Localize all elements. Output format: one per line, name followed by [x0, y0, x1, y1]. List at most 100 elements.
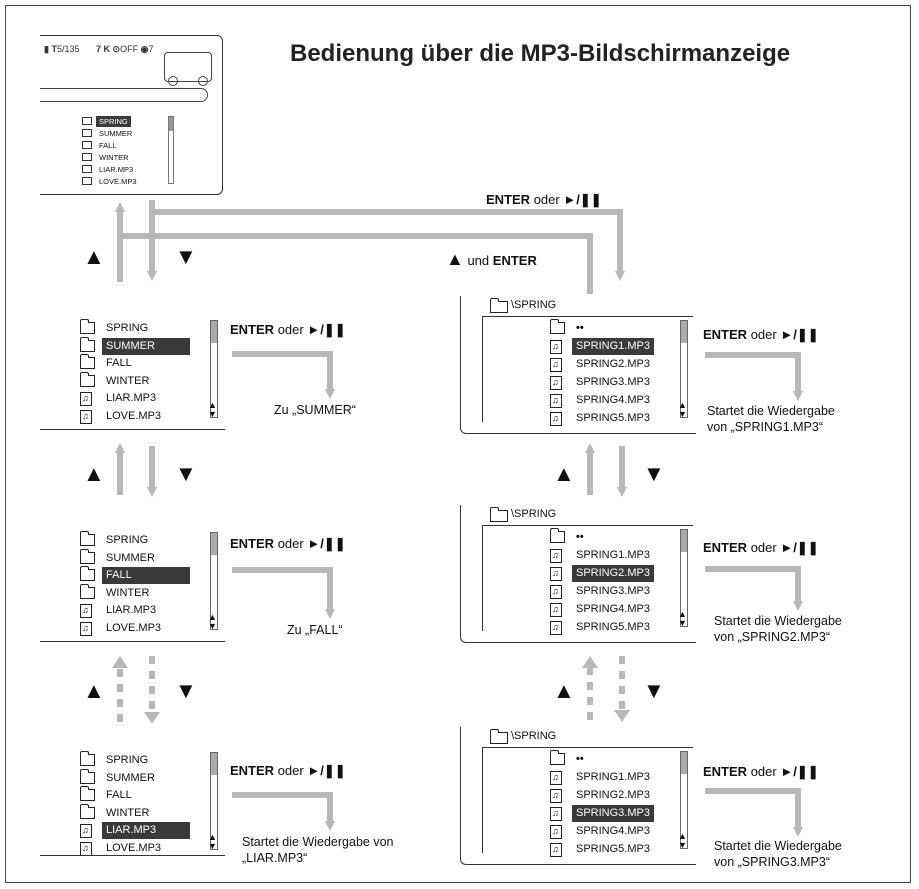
list-item-label: SPRING5.MP3 — [576, 843, 650, 855]
list-item-label: LOVE.MP3 — [106, 409, 162, 422]
list-item[interactable]: SPRING1.MP3 — [550, 338, 680, 356]
device-list-item[interactable]: WINTER — [82, 152, 217, 163]
list-item[interactable]: SPRING4.MP3 — [550, 601, 680, 619]
scrollbar-thumb[interactable] — [211, 533, 217, 555]
list-item-label: SPRING1.MP3 — [572, 338, 654, 355]
spring-list-panel-3: \SPRING••SPRING1.MP3SPRING2.MP3SPRING3.M… — [460, 727, 696, 866]
folder-icon — [80, 583, 95, 599]
scrollbar[interactable]: ▲▼ — [678, 529, 688, 628]
mp3-file-icon — [550, 843, 562, 857]
label-enter-r2: ENTER oder ►/❚❚ — [703, 540, 819, 555]
list-item[interactable]: FALL — [80, 354, 220, 373]
list-item[interactable]: SPRING2.MP3 — [550, 565, 680, 583]
scrollbar-thumb[interactable] — [681, 530, 687, 552]
list-item[interactable]: LIAR.MP3 — [80, 390, 220, 408]
scrollbar[interactable]: ▲▼ — [678, 320, 688, 419]
list-item[interactable]: SPRING1.MP3 — [550, 769, 680, 787]
list-item[interactable]: SPRING5.MP3 — [550, 619, 680, 637]
mp3-file-icon — [82, 177, 92, 185]
list-item[interactable]: SPRING1.MP3 — [550, 547, 680, 565]
list-item-label: LOVE.MP3 — [106, 621, 162, 634]
panel-frame — [460, 296, 696, 434]
device-scrollbar — [168, 116, 174, 184]
scrollbar[interactable]: ▲▼ — [208, 320, 218, 419]
scroll-arrows-icon: ▲▼ — [678, 400, 687, 419]
list-item[interactable]: SPRING4.MP3 — [550, 392, 680, 410]
folder-icon — [80, 371, 95, 387]
arrow-enter-r2 — [705, 566, 803, 611]
mp3-file-icon — [550, 567, 562, 581]
mp3-file-icon — [550, 394, 562, 408]
list-item[interactable]: SPRING — [80, 319, 220, 338]
parent-folder-icon — [550, 750, 565, 765]
list-item[interactable]: SPRING3.MP3 — [550, 583, 680, 601]
scrollbar[interactable]: ▲▼ — [678, 751, 688, 850]
label-up-and-enter: ▲ und ENTER — [446, 249, 537, 269]
down-symbol-0: ▼ — [175, 244, 197, 269]
device-list-item[interactable]: FALL — [82, 140, 217, 151]
list-window — [482, 525, 693, 631]
device-list-item[interactable]: LIAR.MP3 — [82, 164, 217, 175]
list-item-label: SPRING1.MP3 — [576, 549, 650, 561]
list-item[interactable]: SPRING — [80, 531, 220, 550]
label-enter-l2: ENTER oder ►/❚❚ — [230, 536, 346, 551]
scrollbar-thumb[interactable] — [681, 321, 687, 343]
scroll-arrows-icon: ▲▼ — [208, 400, 217, 419]
parent-folder-icon — [550, 528, 565, 543]
list-item[interactable]: SPRING4.MP3 — [550, 823, 680, 841]
list-item[interactable]: SPRING — [80, 751, 220, 770]
list-item[interactable]: SPRING3.MP3 — [550, 374, 680, 392]
scroll-arrows-icon: ▲▼ — [678, 609, 687, 628]
mp3-file-icon — [550, 771, 562, 785]
arrow-enter-l3 — [232, 792, 335, 831]
scrollbar[interactable]: ▲▼ — [208, 532, 218, 631]
device-list-item-label: WINTER — [99, 153, 129, 162]
list-item[interactable]: WINTER — [80, 583, 220, 603]
device-list-item[interactable]: SPRING — [82, 116, 217, 127]
device-progress-bar — [40, 88, 208, 102]
list-item[interactable]: FALL — [80, 566, 220, 585]
device-list-item[interactable]: LOVE.MP3 — [82, 176, 217, 187]
list-item[interactable]: SUMMER — [80, 336, 220, 356]
list-item[interactable]: SPRING5.MP3 — [550, 841, 680, 859]
down-symbol-2: ▼ — [175, 678, 197, 703]
list-item-label: LIAR.MP3 — [106, 604, 157, 616]
folder-icon — [80, 336, 95, 352]
down-symbol-1: ▼ — [175, 461, 197, 486]
list-item[interactable]: WINTER — [80, 803, 220, 823]
list-item[interactable]: SPRING3.MP3 — [550, 805, 680, 823]
list-item[interactable]: SUMMER — [80, 548, 220, 568]
result-l2: Zu „FALL“ — [287, 623, 343, 637]
panel-bottom-line — [40, 855, 225, 856]
down-symbol-r1: ▼ — [643, 461, 665, 486]
list-item-label: SPRING4.MP3 — [576, 394, 650, 406]
arrow-enter-l1 — [232, 351, 335, 399]
list-item[interactable]: LIAR.MP3 — [80, 822, 220, 840]
list-item[interactable]: SPRING2.MP3 — [550, 356, 680, 374]
list-item[interactable]: LOVE.MP3 — [80, 620, 220, 638]
list-item-label: SPRING4.MP3 — [576, 603, 650, 615]
device-list-item-label: LIAR.MP3 — [99, 165, 134, 174]
scrollbar[interactable]: ▲▼ — [208, 752, 218, 851]
scrollbar-thumb[interactable] — [211, 321, 217, 343]
device-list-item-label: SPRING — [96, 116, 131, 127]
mp3-file-icon — [80, 392, 92, 406]
list-item[interactable]: WINTER — [80, 371, 220, 391]
device-list-item[interactable]: SUMMER — [82, 128, 217, 139]
scrollbar-thumb[interactable] — [211, 753, 217, 775]
folder-icon — [80, 354, 95, 369]
list-item[interactable]: SUMMER — [80, 768, 220, 788]
list-item[interactable]: FALL — [80, 786, 220, 805]
list-item[interactable]: LIAR.MP3 — [80, 602, 220, 620]
list-item-label: SPRING1.MP3 — [576, 771, 650, 783]
folder-icon — [80, 319, 95, 334]
folder-icon — [82, 129, 92, 137]
list-item[interactable]: SPRING2.MP3 — [550, 787, 680, 805]
list-item[interactable]: SPRING5.MP3 — [550, 410, 680, 428]
list-item-label: SPRING5.MP3 — [576, 621, 650, 633]
scrollbar-thumb[interactable] — [681, 752, 687, 774]
list-item[interactable]: LOVE.MP3 — [80, 408, 220, 426]
